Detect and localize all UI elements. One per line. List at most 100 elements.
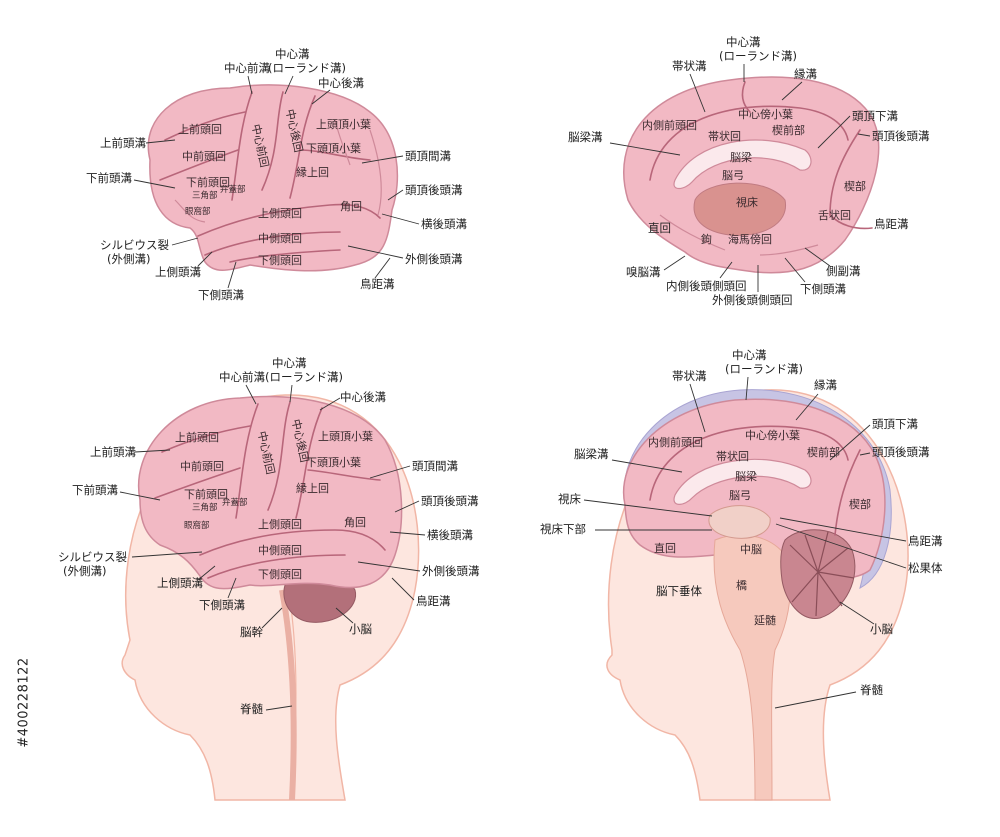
label-medial-central-sulcus: 中心溝 [726, 35, 761, 49]
label-inferior-frontal-sulcus: 下前頭溝 [86, 171, 132, 185]
precentral-sulcus-line [231, 91, 253, 201]
label-head-intraparietal-sulcus: 頭頂間溝 [412, 459, 458, 473]
label-medial-calcarine-sulcus: 鳥距溝 [874, 217, 909, 231]
leader-sylvian-fissure [171, 237, 199, 246]
label-transverse-occipital-sulcus: 横後頭溝 [421, 217, 467, 231]
leader-head-postcentral-sulcus [319, 397, 341, 411]
label-head-sylvian-fissure: シルビウス裂 [58, 550, 127, 564]
label-medial-frontal-gyrus: 内側前頭回 [642, 118, 697, 132]
leader-mh-spinal-cord [774, 691, 857, 709]
cingulate-sulcus-line [649, 105, 849, 181]
medial-gyrus-detail [659, 214, 819, 256]
label-head-superior-temporal-sulcus: 上側頭溝 [157, 576, 203, 590]
label-mh-cingulate-sulcus: 帯状溝 [672, 369, 707, 383]
label-sylvian-fissure: シルビウス裂 [100, 238, 169, 252]
head-lateral-sulcus-line [199, 529, 386, 556]
leader-superior-frontal-sulcus [145, 139, 176, 144]
label-head-pars-opercularis: 弁蓋部 [222, 497, 248, 508]
label-callosal-sulcus: 脳梁溝 [568, 130, 603, 144]
leader-precentral-sulcus [247, 75, 253, 95]
label-head-middle-temporal-gyrus: 中側頭回 [258, 544, 302, 557]
label-medial-parieto-occipital: 頭頂後頭溝 [872, 129, 930, 143]
label-head-calcarine-sulcus: 鳥距溝 [416, 594, 451, 608]
label-head-inferior-parietal: 下頭頂小葉 [306, 455, 361, 469]
leader-cingulate-sulcus [689, 73, 706, 113]
label-fornix: 脳弓 [722, 169, 744, 182]
label-precuneus: 楔前部 [772, 123, 805, 137]
label-inferior-parietal-lobule: 下頭頂小葉 [306, 141, 361, 155]
label-mh-rolandic-fissure: (ローランド溝) [725, 362, 803, 376]
thalamus-shape [693, 182, 786, 236]
leader-mh-callosal-sulcus [611, 459, 683, 473]
leader-mh-cingulate-sulcus [689, 383, 706, 433]
leader-superior-temporal-sulcus [197, 251, 213, 267]
label-gyrus-rectus: 直回 [648, 221, 671, 235]
label-head-rolandic-fissure: (ローランド溝) [265, 370, 343, 384]
label-precentral-sulcus: 中心前溝 [224, 61, 270, 75]
label-lingual-gyrus: 舌状回 [818, 208, 851, 222]
label-inferior-temporal-gyrus: 下側頭回 [258, 254, 302, 267]
label-mh-cuneus: 楔部 [849, 497, 871, 511]
label-head-transverse-occipital-sulcus: 横後頭溝 [427, 528, 473, 542]
leader-head-calcarine-sulcus [391, 577, 415, 601]
label-superior-temporal-gyrus: 上側頭回 [258, 207, 302, 220]
label-head-inferior-temporal-sulcus: 下側頭溝 [199, 598, 245, 612]
label-supramarginal-gyrus: 縁上回 [296, 165, 329, 179]
leader-lateral-spinal-cord [265, 705, 293, 711]
lateral-sulcus-line [197, 203, 381, 237]
lateral-brain-panel: 上前頭回 中前頭回 下前頭回 中心前回 中心後回 上頭頂小葉 下頭頂小葉 縁上回… [0, 0, 500, 320]
calcarine-medial-line [829, 214, 873, 230]
label-head-angular-gyrus: 角回 [344, 516, 366, 529]
label-head-superior-parietal: 上頭頂小葉 [318, 429, 373, 443]
label-medial-inferior-temporal: 下側頭溝 [800, 282, 846, 296]
medial-head-thalamus [708, 505, 771, 539]
label-pars-orbitalis: 眼窩部 [185, 206, 211, 217]
label-cingulate-sulcus: 帯状溝 [672, 59, 707, 73]
corpus-callosum-shape [673, 139, 812, 190]
label-head-superior-frontal-gyrus: 上前頭回 [175, 430, 219, 444]
label-mh-marginal-sulcus: 縁溝 [814, 378, 837, 392]
head-superior-temporal-line [207, 554, 346, 579]
lateral-brain-shape [147, 84, 399, 272]
label-collateral-sulcus: 側副溝 [826, 264, 861, 278]
label-mh-midbrain: 中脳 [740, 543, 762, 556]
label-mh-precuneus: 楔前部 [807, 445, 840, 459]
label-lateral-occipitotemporal: 外側後頭側頭回 [712, 293, 793, 307]
label-head-supramarginal: 縁上回 [296, 481, 329, 495]
spinal-cord-shape [279, 589, 297, 801]
lateral-brain-diagram: 上前頭回 中前頭回 下前頭回 中心前回 中心後回 上頭頂小葉 下頭頂小葉 縁上回… [86, 47, 467, 302]
label-medial-occipitotemporal: 内側後頭側頭回 [666, 279, 747, 293]
label-head-postcentral-sulcus: 中心後溝 [340, 390, 386, 404]
central-sulcus-line [261, 91, 284, 191]
label-mh-cingulate-gyrus: 帯状回 [716, 449, 749, 463]
label-mh-callosal-sulcus: 脳梁溝 [574, 447, 609, 461]
label-marginal-sulcus: 縁溝 [794, 67, 817, 81]
leader-lateral-cerebellum [335, 607, 354, 624]
label-head-superior-frontal-sulcus: 上前頭溝 [90, 445, 136, 459]
label-mh-paracentral-lobule: 中心傍小葉 [745, 428, 800, 442]
leader-collateral-sulcus [804, 247, 831, 267]
leader-transverse-occipital-sulcus [381, 213, 420, 225]
head-intraparietal-line [307, 469, 381, 481]
leader-intraparietal-sulcus [361, 155, 404, 164]
medial-head-cingulate-line [649, 425, 849, 501]
leader-subparietal-sulcus [817, 115, 851, 149]
leader-mh-cerebellum [839, 601, 875, 625]
label-mh-spinal-cord: 脊髄 [860, 683, 883, 697]
label-inferior-temporal-sulcus: 下側頭溝 [198, 288, 244, 302]
label-mh-subparietal-sulcus: 頭頂下溝 [872, 417, 918, 431]
label-head-pars-orbitalis: 眼窩部 [184, 520, 210, 531]
label-superior-frontal-sulcus: 上前頭溝 [100, 136, 146, 150]
medial-head-cerebellum-folia [789, 531, 855, 617]
label-superior-parietal-lobule: 上頭頂小葉 [316, 117, 371, 131]
label-mh-hypothalamus: 視床下部 [540, 522, 586, 536]
label-angular-gyrus: 角回 [340, 200, 362, 213]
medial-brain-panel: 中心傍小葉 内側前頭回 帯状回 楔前部 脳梁 脳弓 視床 楔部 舌状回 鉤 海馬… [500, 0, 1000, 320]
label-mh-medial-frontal-gyrus: 内側前頭回 [648, 435, 703, 449]
leader-medial-parieto-occipital [857, 133, 871, 137]
label-head-precentral-sulcus: 中心前溝 [219, 370, 265, 384]
label-intraparietal-sulcus: 頭頂間溝 [405, 149, 451, 163]
label-middle-temporal-gyrus: 中側頭回 [258, 232, 302, 245]
leader-inferior-temporal-sulcus [227, 261, 237, 289]
leader-olfactory-sulcus [663, 255, 686, 271]
